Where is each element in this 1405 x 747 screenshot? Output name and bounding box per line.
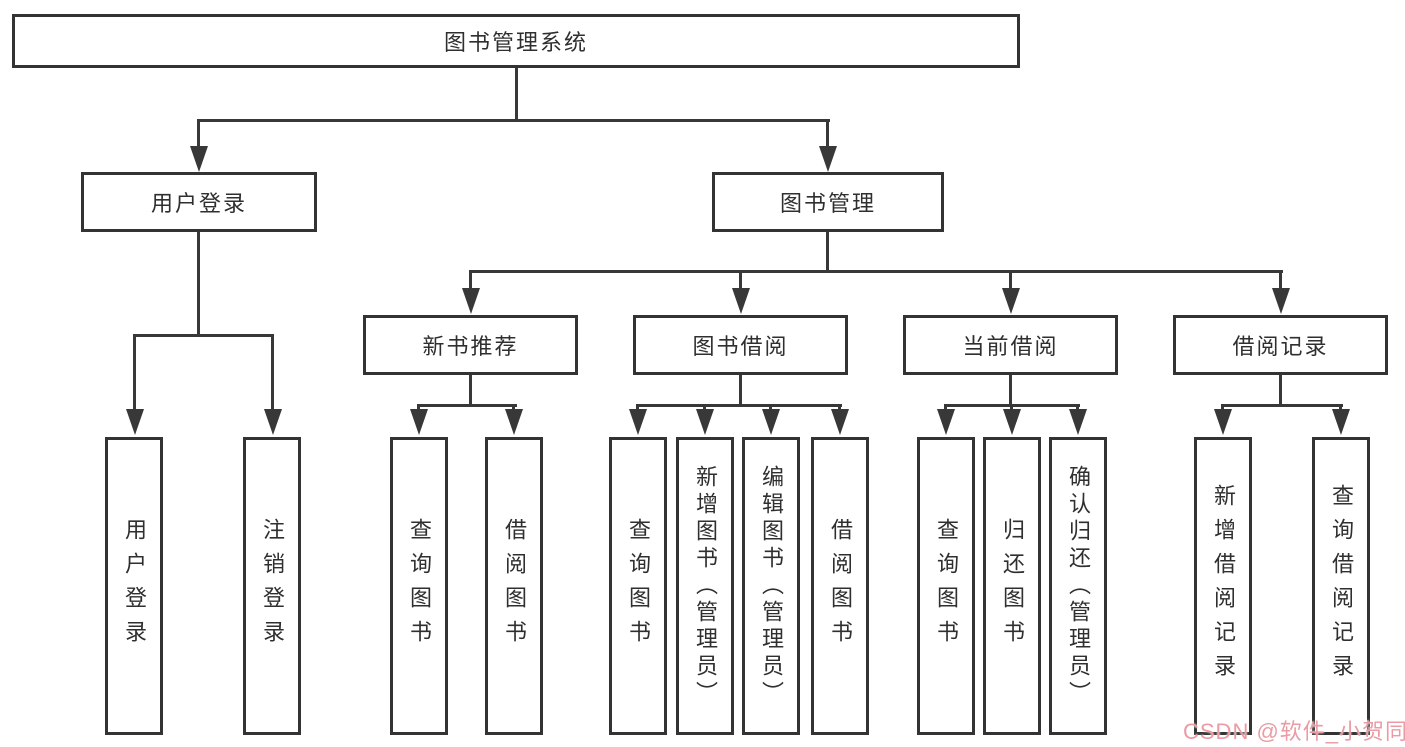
arrowhead-down-icon [126, 409, 144, 435]
connector-line [1339, 404, 1342, 412]
arrowhead-down-icon [1002, 288, 1020, 314]
node-borrowing-edit-books-admin: 编辑图书（管理员） [742, 437, 800, 735]
connector-line [1076, 404, 1079, 412]
connector-line [636, 404, 639, 412]
node-label: 查询图书 [407, 518, 432, 654]
connector-line [271, 334, 274, 411]
connector-line [739, 375, 742, 407]
node-current-borrowing: 当前借阅 [903, 315, 1118, 375]
arrowhead-down-icon [1214, 409, 1232, 435]
node-label: 图书借阅 [692, 334, 789, 359]
arrowhead-down-icon [1003, 409, 1021, 435]
node-current-return-books: 归还图书 [983, 437, 1041, 735]
connector-line [417, 404, 420, 412]
arrowhead-down-icon [1272, 288, 1290, 314]
connector-line [838, 404, 841, 412]
node-records-add-record: 新增借阅记录 [1194, 437, 1252, 735]
node-newbook-borrow-books: 借阅图书 [485, 437, 543, 735]
node-label: 用户登录 [122, 518, 147, 654]
arrowhead-down-icon [762, 409, 780, 435]
arrowhead-down-icon [264, 409, 282, 435]
arrowhead-down-icon [1332, 409, 1350, 435]
node-book-borrowing: 图书借阅 [633, 315, 848, 375]
connector-line [512, 404, 515, 412]
connector-line [417, 404, 517, 407]
arrowhead-down-icon [505, 409, 523, 435]
node-borrowing-records: 借阅记录 [1173, 315, 1388, 375]
node-label: 归还图书 [1000, 518, 1025, 654]
connector-line [133, 334, 136, 411]
arrowhead-down-icon [629, 409, 647, 435]
node-label: 图书管理 [779, 191, 876, 216]
node-book-management: 图书管理 [712, 172, 944, 232]
connector-line [703, 404, 706, 412]
node-current-query-books: 查询图书 [917, 437, 975, 735]
connector-line [469, 270, 1283, 273]
node-new-book-recommend: 新书推荐 [363, 315, 578, 375]
arrowhead-down-icon [831, 409, 849, 435]
node-label: 用户登录 [150, 191, 247, 216]
node-records-query-record: 查询借阅记录 [1312, 437, 1370, 735]
connector-line [739, 270, 742, 290]
connector-line [197, 232, 200, 337]
connector-line [197, 119, 830, 122]
node-logout-action: 注销登录 [243, 437, 301, 735]
connector-line [944, 404, 947, 412]
node-label: 查询借阅记录 [1329, 484, 1354, 688]
connector-line [636, 404, 842, 407]
node-label: 查询图书 [934, 518, 959, 654]
connector-line [469, 375, 472, 407]
node-label: 借阅图书 [828, 518, 853, 654]
node-current-confirm-return-admin: 确认归还（管理员） [1049, 437, 1107, 735]
arrowhead-down-icon [819, 146, 837, 172]
node-label: 图书管理系统 [443, 30, 588, 55]
arrowhead-down-icon [696, 409, 714, 435]
arrowhead-down-icon [190, 146, 208, 172]
node-user-login-action: 用户登录 [105, 437, 163, 735]
arrowhead-down-icon [937, 409, 955, 435]
node-label: 新书推荐 [422, 334, 519, 359]
connector-line [826, 119, 829, 147]
connector-line [1221, 404, 1224, 412]
arrowhead-down-icon [410, 409, 428, 435]
node-label: 注销登录 [260, 518, 285, 654]
connector-line [1279, 270, 1282, 290]
node-borrowing-query-books: 查询图书 [609, 437, 667, 735]
arrowhead-down-icon [732, 288, 750, 314]
connector-line [1221, 404, 1343, 407]
node-label: 借阅记录 [1232, 334, 1329, 359]
connector-line [826, 232, 829, 273]
connector-line [197, 119, 200, 147]
connector-line [1010, 404, 1013, 412]
connector-line [515, 68, 518, 120]
csdn-watermark: CSDN @软件_小贺同学 [1183, 719, 1405, 744]
node-label: 当前借阅 [962, 334, 1059, 359]
connector-line [133, 334, 274, 337]
connector-line [469, 270, 472, 290]
connector-line [769, 404, 772, 412]
connector-line [1009, 375, 1012, 407]
node-user-login: 用户登录 [81, 172, 317, 232]
connector-line [1009, 270, 1012, 290]
node-label: 编辑图书（管理员） [759, 464, 784, 708]
node-label: 查询图书 [626, 518, 651, 654]
node-library-management-system: 图书管理系统 [12, 14, 1020, 68]
arrowhead-down-icon [1069, 409, 1087, 435]
node-label: 确认归还（管理员） [1066, 464, 1091, 708]
node-label: 新增图书（管理员） [693, 464, 718, 708]
node-label: 新增借阅记录 [1211, 484, 1236, 688]
connector-line [1279, 375, 1282, 407]
node-newbook-query-books: 查询图书 [390, 437, 448, 735]
node-label: 借阅图书 [502, 518, 527, 654]
arrowhead-down-icon [462, 288, 480, 314]
node-borrowing-borrow-books: 借阅图书 [811, 437, 869, 735]
node-borrowing-add-books-admin: 新增图书（管理员） [676, 437, 734, 735]
